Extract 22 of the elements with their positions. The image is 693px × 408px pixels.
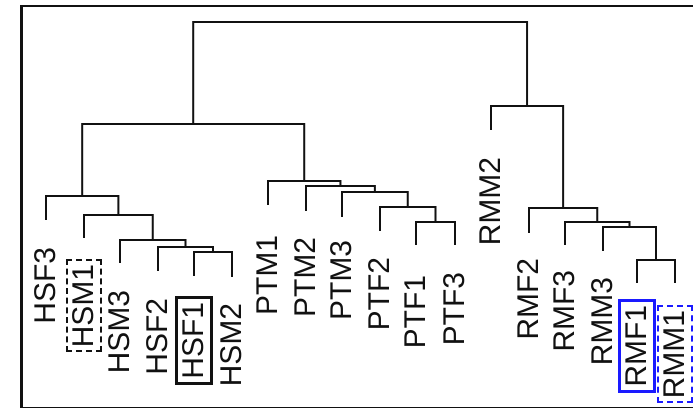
leaf-label: RMF1 — [622, 305, 652, 387]
leaf-label: HSM1 — [69, 264, 99, 348]
leaf-label: PTM2 — [291, 237, 321, 318]
leaf-label: PTF2 — [365, 257, 395, 330]
leaf-label: HSF3 — [31, 247, 61, 324]
highlight-frame — [618, 299, 656, 393]
leaf-label: HSM2 — [217, 303, 247, 386]
leaf-label: HSM3 — [105, 290, 135, 374]
leaf-label: RMM3 — [588, 277, 618, 366]
leaf-label: PTF1 — [401, 275, 431, 348]
leaf-label: PTM1 — [253, 235, 283, 316]
leaf-label: HSF2 — [143, 298, 173, 375]
leaf-label: PTF3 — [440, 272, 470, 346]
highlight-frame — [657, 305, 693, 404]
leaf-label: RMM1 — [660, 310, 690, 398]
highlight-frame — [175, 296, 213, 385]
leaf-label: HSF1 — [179, 302, 209, 379]
leaf-label: RMF2 — [514, 258, 544, 340]
leaf-label: RMM2 — [476, 157, 506, 246]
highlight-frame — [66, 259, 102, 352]
leaf-label: RMF3 — [550, 270, 580, 352]
leaf-label: PTM3 — [327, 240, 357, 320]
